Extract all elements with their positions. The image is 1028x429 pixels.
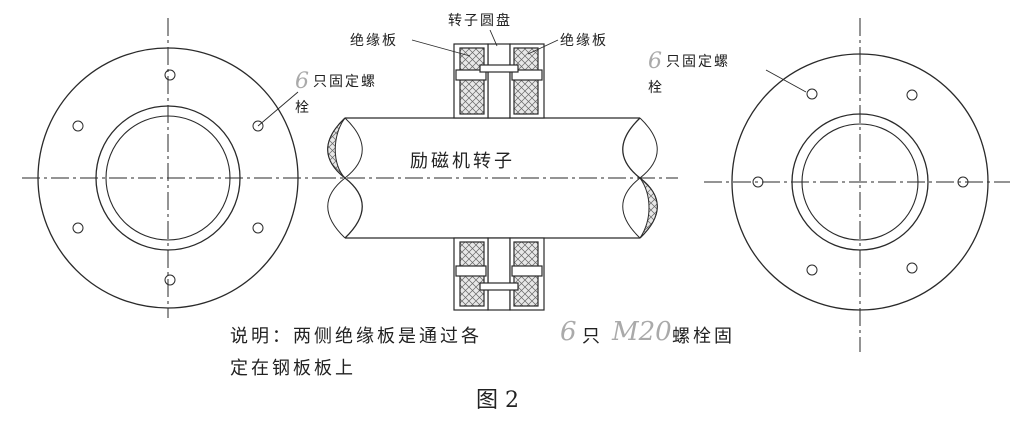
bolts-left-label-2: 栓 [295,100,311,116]
left-bolt-holes [72,69,264,286]
rotor-disk-assembly-bottom [453,237,545,311]
bolts-right-label-2: 栓 [648,80,664,96]
bolts-right-number: 6 [648,49,662,74]
bolts-bottom [455,265,543,291]
note-m20: M20 [611,317,672,347]
note-number: 6 [560,317,577,347]
insulation-panel-top-right [513,47,539,115]
figure-caption: 图 2 [476,388,519,413]
exciter-shaft [318,117,678,239]
note-line-1b: 只 [582,326,603,347]
bolts-right-label: 只固定螺 [666,54,730,70]
note-line-2: 定在钢板板上 [230,358,356,379]
rotor-disk-assembly-top [453,43,545,119]
insulation-right-label: 绝缘板 [560,33,608,49]
bolts-left-number: 6 [295,69,309,94]
insulation-panel-top-left [459,47,485,115]
leader-lines [257,29,807,127]
note-line-1c: 螺栓固 [672,326,735,347]
shaft-label: 励磁机转子 [410,151,515,172]
right-end-disc [704,18,1010,352]
bolts-top [455,64,543,81]
rotor-disk-label: 转子圆盘 [448,12,512,29]
note-line-1a: 说明：两侧绝缘板是通过各 [230,326,482,347]
bolts-left-label: 只固定螺 [313,74,377,90]
insulation-left-label: 绝缘板 [350,33,398,49]
left-end-disc [22,18,318,318]
